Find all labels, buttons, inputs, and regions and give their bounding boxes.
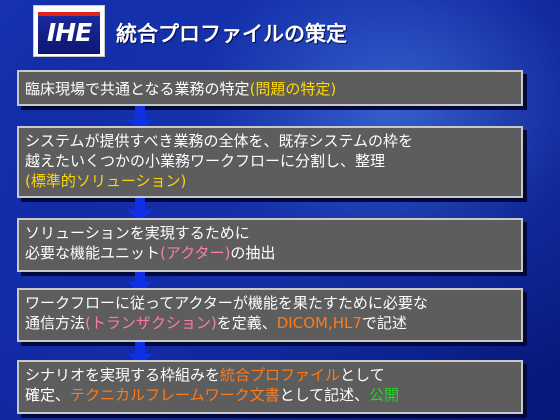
down-arrow-4: [127, 342, 153, 364]
step-5-text-d: として記述、: [279, 386, 370, 404]
step-4-highlight: (トランザクション): [85, 314, 217, 332]
step-3-line-1: ソリューションを実現するために: [25, 224, 250, 242]
logo-text: IHE: [46, 18, 92, 47]
step-5-highlight: 統合プロファイル: [220, 366, 341, 384]
step-5-text-c: 確定、: [25, 386, 71, 404]
step-1-box: 臨床現場で共通となる業務の特定(問題の特定): [17, 70, 523, 106]
step-2-box: システムが提供すべき業務の全体を、既存システムの枠を 越えたいくつかの小業務ワー…: [17, 126, 523, 198]
step-2-line-2: 越えたいくつかの小業務ワークフローに分割し、整理: [25, 152, 386, 170]
step-3-text-a: 必要な機能ユニット: [25, 244, 161, 262]
step-4-highlight-2: DICOM,HL7: [276, 314, 362, 332]
step-4-text-b: を定義、: [216, 314, 277, 332]
step-4-text-a: 通信方法: [25, 314, 86, 332]
step-3-box: ソリューションを実現するために 必要な機能ユニット(アクター)の抽出: [17, 218, 523, 272]
step-5-highlight-3: 公開: [369, 386, 400, 404]
step-4-text-c: で記述: [361, 314, 407, 332]
step-5-highlight-2: テクニカルフレームワーク文書: [70, 386, 280, 404]
down-arrow-2: [127, 198, 153, 220]
step-4-line-1: ワークフローに従ってアクターが機能を果たすために必要な: [25, 294, 428, 312]
down-arrow-1: [127, 106, 153, 130]
step-3-text-b: の抽出: [230, 244, 276, 262]
step-5-text-a: シナリオを実現する枠組みを: [25, 366, 221, 384]
step-5-text-b: として: [340, 366, 385, 384]
step-2-line-1: システムが提供すべき業務の全体を、既存システムの枠を: [25, 132, 414, 150]
step-1-text: 臨床現場で共通となる業務の特定: [25, 80, 250, 98]
ihe-logo: IHE: [33, 5, 105, 57]
step-3-highlight: (アクター): [160, 244, 231, 262]
step-1-highlight: (問題の特定): [249, 80, 337, 98]
slide-title: 統合プロファイルの策定: [116, 22, 347, 46]
logo-badge: [38, 12, 100, 54]
step-4-box: ワークフローに従ってアクターが機能を果たすために必要な 通信方法(トランザクショ…: [17, 288, 523, 342]
step-2-highlight: (標準的ソリューション): [25, 172, 187, 190]
step-5-box: シナリオを実現する枠組みを統合プロファイルとして 確定、テクニカルフレームワーク…: [17, 360, 523, 414]
down-arrow-3: [127, 272, 153, 292]
